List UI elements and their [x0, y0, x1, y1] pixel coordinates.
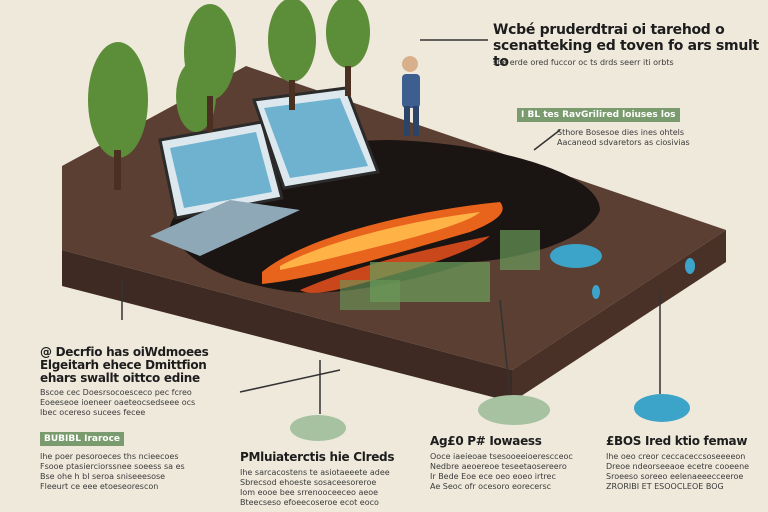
- mid-right-subtext-line-1: Sthore Bosesoe dies ines ohtels: [557, 128, 685, 137]
- mid-right-subtext: Sthore Bosesoe dies ines ohtels Aacaneod…: [557, 128, 690, 148]
- solar-panel-right: [251, 86, 381, 190]
- top-right-subtext: sbe erde ored fuccor oc ts drds seerr it…: [493, 58, 674, 67]
- right-low-subtext: Ihe oeo creor ceccaceccsoseeeeon Dreoe n…: [606, 452, 749, 492]
- panel-base: [150, 200, 300, 256]
- left-low-tag: BUBIBL Iraroce: [40, 432, 125, 446]
- bottom-disk-right: [634, 394, 690, 422]
- mid-low-subtext-line-3: Ir Bede Eoe ece oeo eoeo irtrec: [430, 472, 556, 481]
- left-low-subtext: Ihe poer pesoroeces ths ncieecoes Fsooe …: [40, 452, 185, 492]
- right-low-subtext-line-3: Sroeeso soreeo eelenaeeecceeroe: [606, 472, 744, 481]
- top-right-title-line-1: Wcbé pruderdtrai oi tarehod o: [493, 22, 725, 38]
- left-mid-subtext-line-1: Bscoe cec Doesrsocoesceco pec fcreo: [40, 388, 192, 397]
- water-drop-1: [685, 258, 695, 274]
- soil-block-front: [62, 250, 512, 402]
- mid-low-subtext: Ooce iaeieoae tsesooeeioerescceoc Nedbre…: [430, 452, 573, 492]
- bottom-disk-mid: [478, 395, 550, 425]
- left-mid-subtext-line-2: Eoeeseoe ioeneer oaeteocsedseee ocs: [40, 398, 196, 407]
- center-low-subtext-line-4: Bteecseso efoeecoseroe ecot eoco: [240, 498, 379, 507]
- mid-right-subtext-line-2: Aacaneod sdvaretors as ciosivias: [557, 138, 690, 147]
- mid-low-subtext-line-2: Nedbre aeoereoe teseetaosereero: [430, 462, 567, 471]
- left-low-subtext-line-4: Fleeurt ce eee etoeseorescon: [40, 482, 159, 491]
- lava-glow: [280, 212, 480, 270]
- solar-panel-left: [158, 120, 284, 220]
- center-low-subtext-line-1: Ihe sarcacostens te asiotaeeete adee: [240, 468, 390, 477]
- mid-low-subtext-line-1: Ooce iaeieoae tsesooeeioerescceoc: [430, 452, 573, 461]
- tree-trunks: [114, 66, 351, 190]
- left-low-subtext-line-2: Fsooe ptasierciorssnee soeess sa es: [40, 462, 185, 471]
- right-low-subtext-line-2: Dreoe ndeorseeaoe ecetre cooeene: [606, 462, 750, 471]
- left-mid-title-line-1: @ Decrfio has oiWdmoees: [40, 345, 209, 359]
- root-strands: [340, 230, 540, 310]
- top-right-title: Wcbé pruderdtrai oi tarehod o scenatteki…: [493, 22, 768, 70]
- center-low-subtext: Ihe sarcacostens te asiotaeeete adee Sbr…: [240, 468, 390, 508]
- left-low-subtext-line-1: Ihe poer pesoroeces ths ncieecoes: [40, 452, 179, 461]
- left-mid-title-line-3: ehars swallt oittco edine: [40, 371, 200, 385]
- soil-block-side: [512, 230, 726, 402]
- right-low-title: £BOS Ired ktio femaw: [606, 434, 748, 448]
- leader-lines: [121, 39, 661, 414]
- water-drop-2: [592, 285, 600, 299]
- worker-figure: [402, 56, 420, 136]
- left-mid-subtext-line-3: Ibec ocereso sucees fecee: [40, 408, 146, 417]
- water-basin-top: [550, 244, 602, 268]
- left-mid-subtext: Bscoe cec Doesrsocoesceco pec fcreo Eoee…: [40, 388, 195, 418]
- left-low-subtext-line-3: Bse ohe h bl seroa sniseeesose: [40, 472, 166, 481]
- center-low-subtext-line-3: Iom eooe bee srrenooceeceo aeoe: [240, 488, 379, 497]
- top-right-title-line-2: scenatteking ed toven fo ars smult to: [493, 38, 759, 70]
- mid-low-subtext-line-4: Ae Seoc ofr ocesoro eorecersc: [430, 482, 552, 491]
- center-low-subtext-line-2: Sbrecsod ehoeste sosaceesoreroe: [240, 478, 377, 487]
- right-low-subtext-line-1: Ihe oeo creor ceccaceccsoseeeeon: [606, 452, 746, 461]
- bottom-disk-left: [290, 415, 346, 441]
- mid-right-tag: I BL tes RavGrilired loiuses los: [517, 108, 680, 122]
- tree-group: [88, 0, 370, 158]
- center-low-title: PMluiaterctis hie Clreds: [240, 450, 395, 464]
- left-mid-title-line-2: Elgeitarh ehece Dmittfion: [40, 358, 207, 372]
- left-mid-title: @ Decrfio has oiWdmoees Elgeitarh ehece …: [40, 345, 209, 385]
- mid-low-title: Ag£0 P# Iowaess: [430, 434, 542, 448]
- right-low-subtext-line-4: ZRORIBI ET ESOOCLEOE BOG: [606, 482, 724, 491]
